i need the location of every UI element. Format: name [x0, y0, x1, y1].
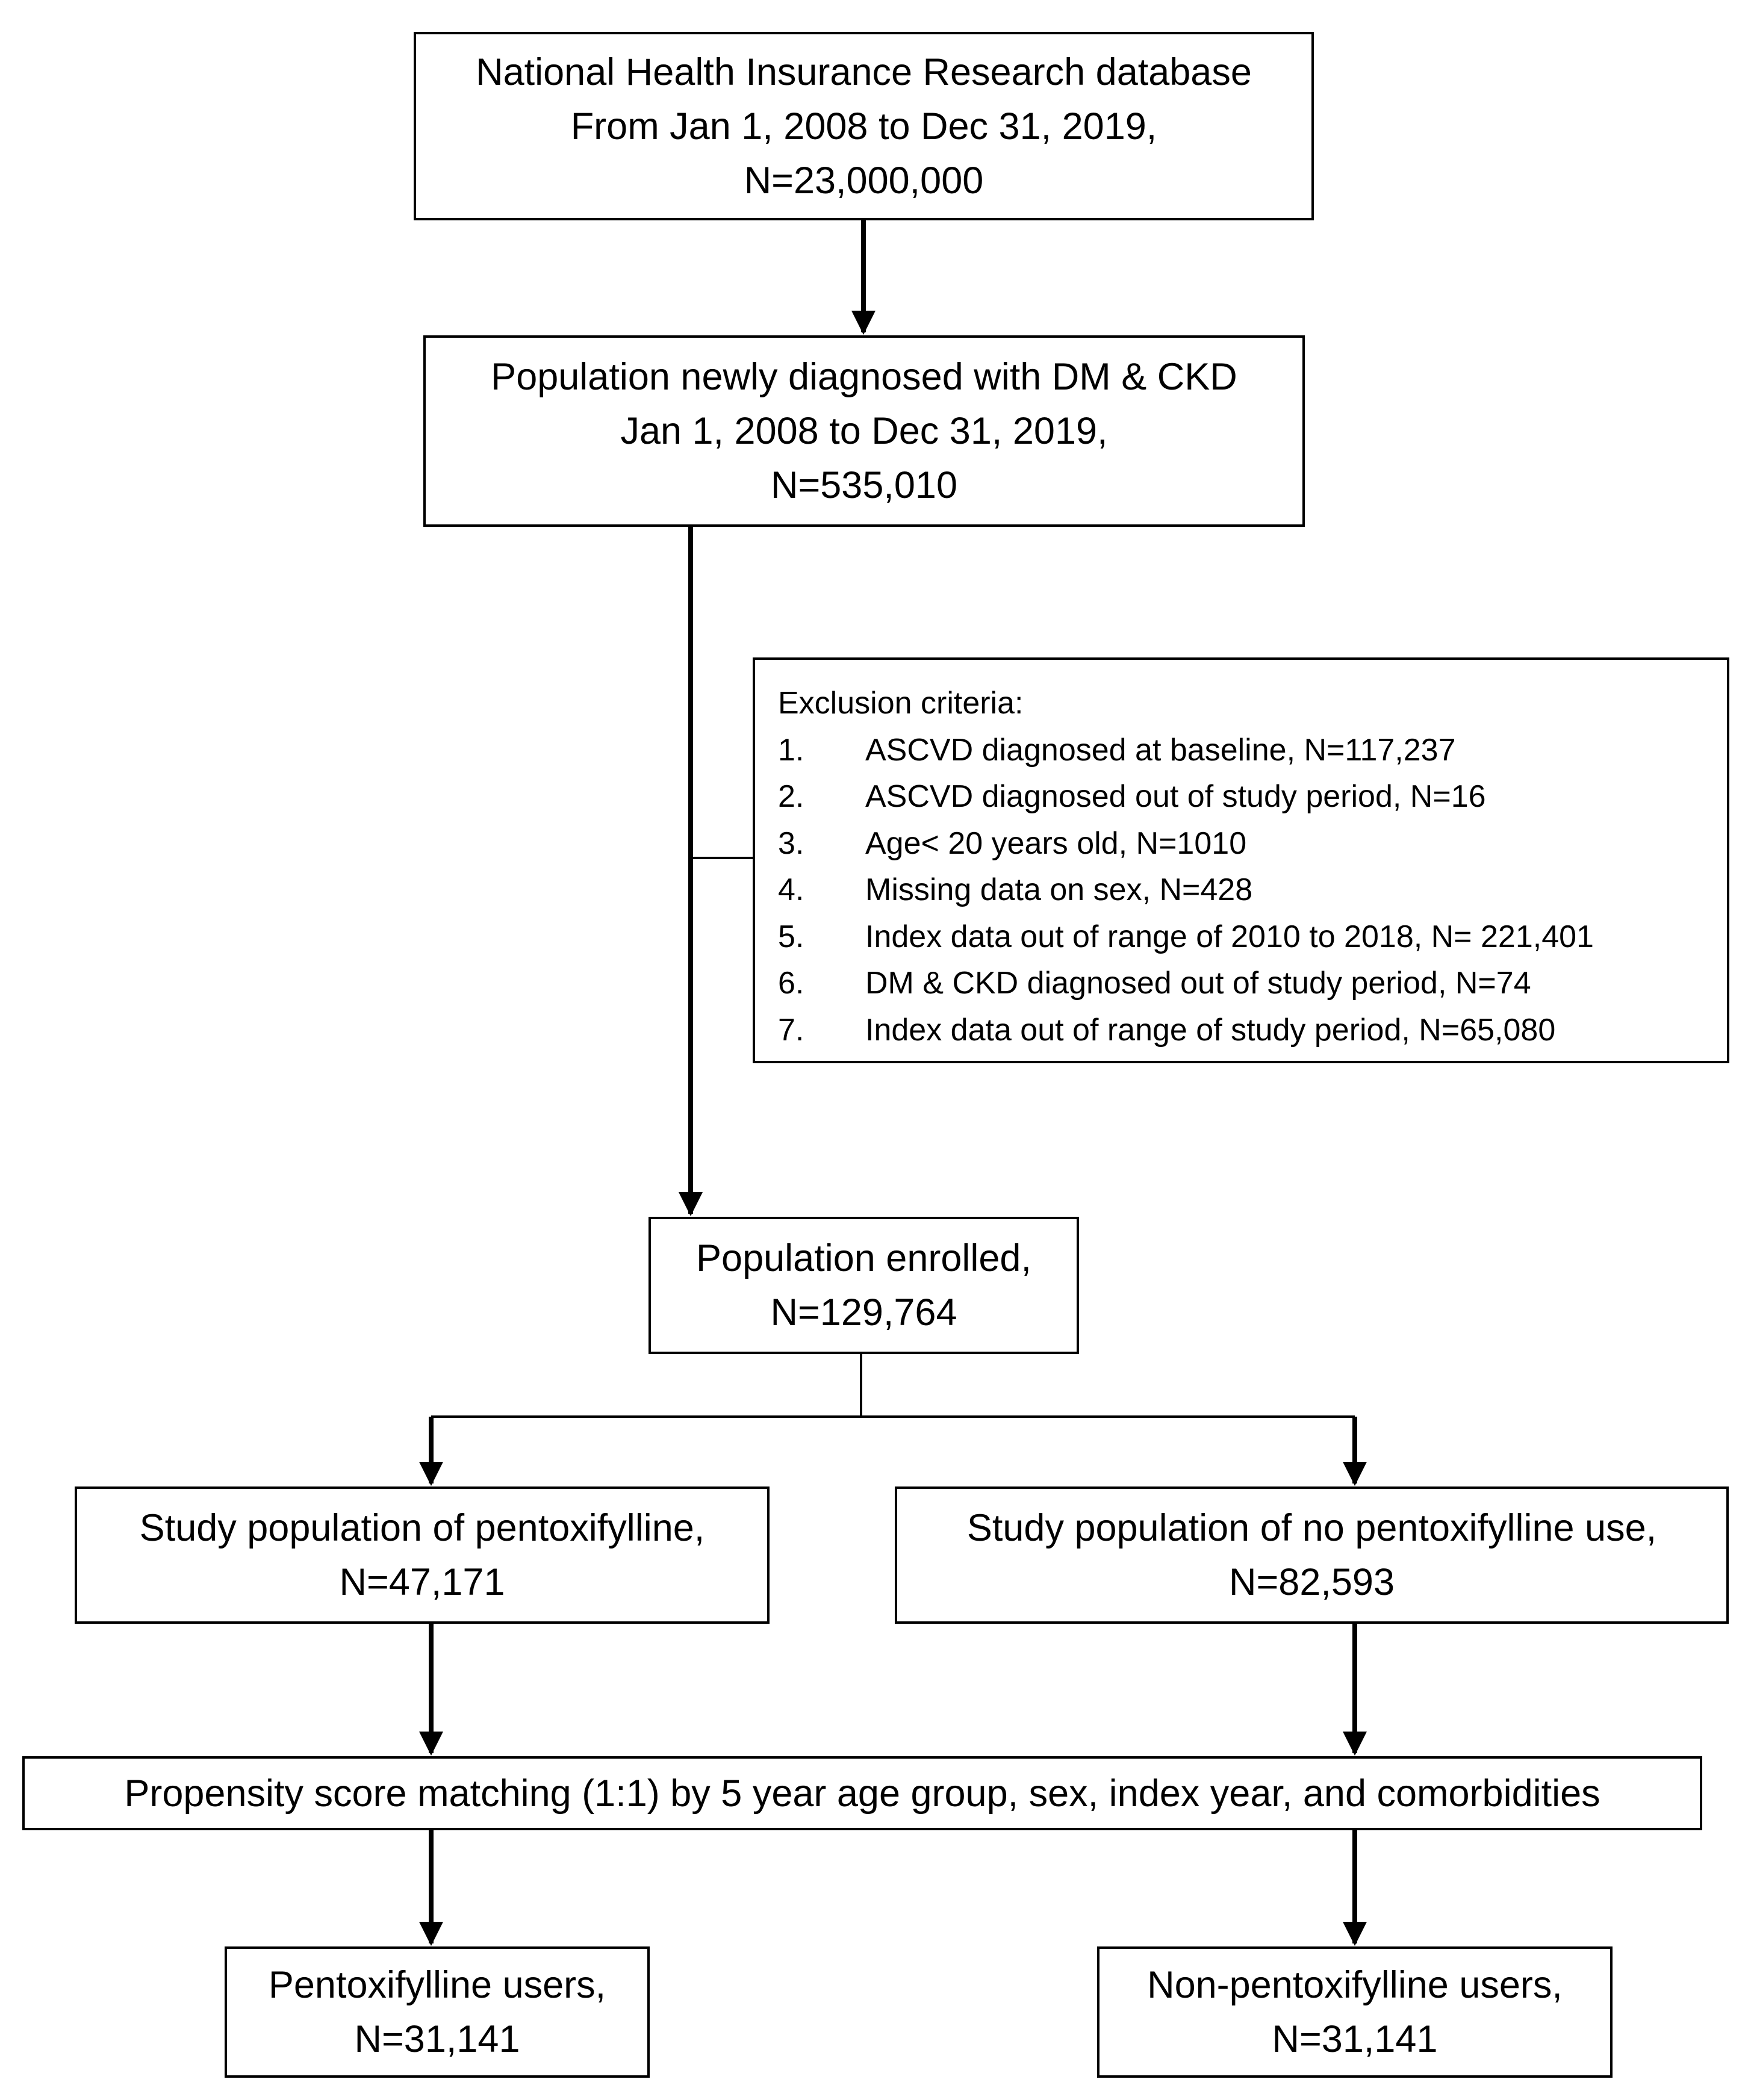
newly-diagnosed-count: N=535,010 — [770, 464, 958, 506]
exclusion-item-number: 4. — [778, 872, 804, 907]
no-pentoxifylline-group-count: N=82,593 — [1229, 1561, 1395, 1603]
enrolled-count: N=129,764 — [770, 1291, 957, 1334]
non-pentoxifylline-users-title: Non-pentoxifylline users, — [1147, 1964, 1563, 2006]
exclusion-item-text: Age< 20 years old, N=1010 — [865, 825, 1247, 861]
exclusion-item-number: 1. — [778, 732, 804, 768]
database-count: N=23,000,000 — [744, 159, 984, 202]
database-title: National Health Insurance Research datab… — [476, 51, 1252, 93]
no-pentoxifylline-group-box: Study population of no pentoxifylline us… — [895, 1486, 1729, 1624]
exclusion-item-text: ASCVD diagnosed at baseline, N=117,237 — [865, 732, 1456, 768]
pentoxifylline-users-box: Pentoxifylline users, N=31,141 — [225, 1946, 650, 2078]
pentoxifylline-users-title: Pentoxifylline users, — [268, 1964, 606, 2006]
exclusion-criteria-box: Exclusion criteria: 1. ASCVD diagnosed a… — [753, 657, 1729, 1063]
exclusion-item-number: 6. — [778, 966, 804, 1001]
exclusion-item: 5. Index data out of range of 2010 to 20… — [778, 914, 1594, 961]
enrolled-box: Population enrolled, N=129,764 — [649, 1217, 1079, 1354]
database-period: From Jan 1, 2008 to Dec 31, 2019, — [570, 105, 1157, 148]
no-pentoxifylline-group-title: Study population of no pentoxifylline us… — [966, 1507, 1657, 1549]
exclusion-item-text: DM & CKD diagnosed out of study period, … — [865, 966, 1531, 1001]
exclusion-item: 6. DM & CKD diagnosed out of study perio… — [778, 960, 1531, 1007]
exclusion-title: Exclusion criteria: — [778, 686, 1024, 721]
newly-diagnosed-box: Population newly diagnosed with DM & CKD… — [423, 335, 1305, 527]
propensity-matching-box: Propensity score matching (1:1) by 5 yea… — [22, 1756, 1702, 1830]
exclusion-item-text: Index data out of range of study period,… — [865, 1012, 1556, 1048]
exclusion-item: 2. ASCVD diagnosed out of study period, … — [778, 774, 1486, 821]
newly-diagnosed-period: Jan 1, 2008 to Dec 31, 2019, — [620, 410, 1108, 452]
exclusion-item: 1. ASCVD diagnosed at baseline, N=117,23… — [778, 727, 1455, 774]
database-box: National Health Insurance Research datab… — [414, 32, 1314, 220]
newly-diagnosed-title: Population newly diagnosed with DM & CKD — [491, 356, 1237, 398]
propensity-matching-text: Propensity score matching (1:1) by 5 yea… — [124, 1772, 1600, 1815]
exclusion-item-number: 2. — [778, 779, 804, 814]
exclusion-item: 7. Index data out of range of study peri… — [778, 1007, 1555, 1054]
pentoxifylline-group-title: Study population of pentoxifylline, — [139, 1507, 705, 1549]
enrolled-title: Population enrolled, — [696, 1237, 1031, 1279]
pentoxifylline-group-count: N=47,171 — [339, 1561, 505, 1603]
pentoxifylline-users-count: N=31,141 — [354, 2018, 520, 2060]
non-pentoxifylline-users-box: Non-pentoxifylline users, N=31,141 — [1097, 1946, 1613, 2078]
non-pentoxifylline-users-count: N=31,141 — [1272, 2018, 1438, 2060]
exclusion-item-text: Missing data on sex, N=428 — [865, 872, 1253, 907]
exclusion-item-number: 7. — [778, 1012, 804, 1048]
exclusion-item-text: Index data out of range of 2010 to 2018,… — [865, 919, 1594, 954]
exclusion-item-number: 3. — [778, 825, 804, 861]
exclusion-item-text: ASCVD diagnosed out of study period, N=1… — [865, 779, 1486, 814]
pentoxifylline-group-box: Study population of pentoxifylline, N=47… — [75, 1486, 770, 1624]
exclusion-item: 3. Age< 20 years old, N=1010 — [778, 821, 1246, 868]
exclusion-item: 4. Missing data on sex, N=428 — [778, 867, 1252, 914]
exclusion-item-number: 5. — [778, 919, 804, 954]
